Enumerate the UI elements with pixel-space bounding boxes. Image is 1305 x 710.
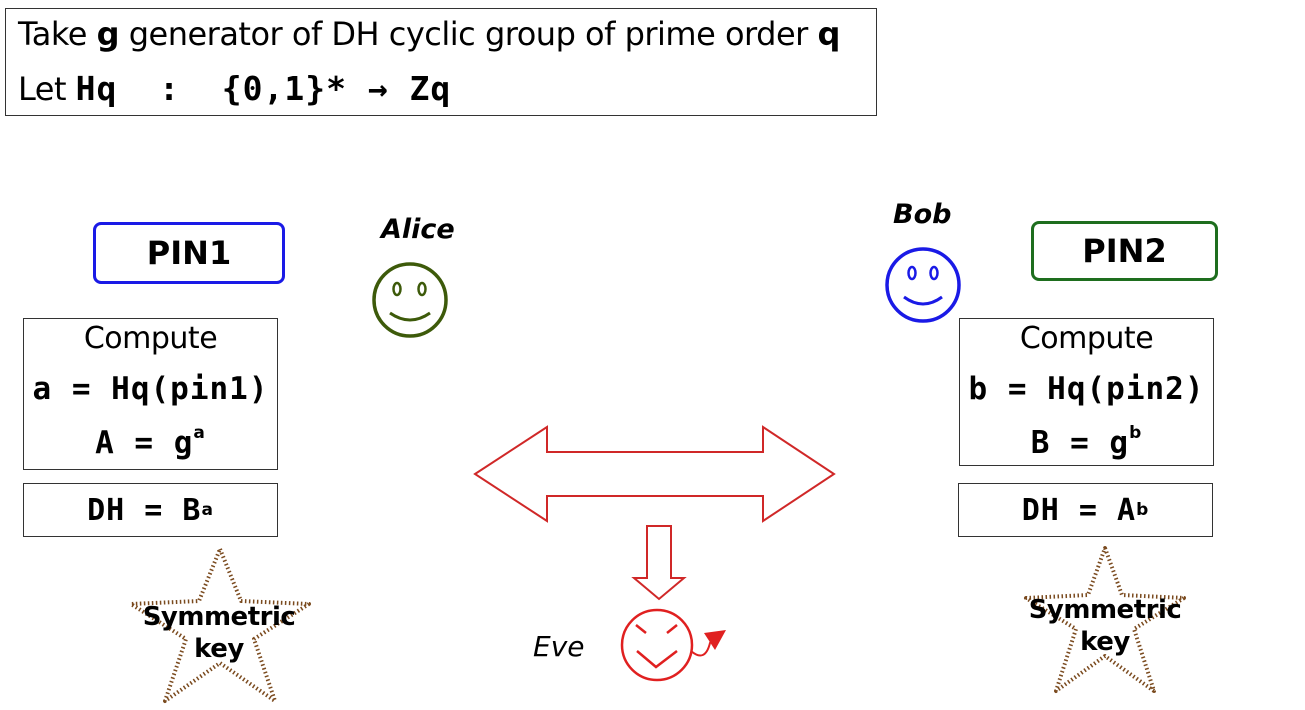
generator-symbol: g [96,15,120,53]
alice-key-label-line1: Symmetric [142,602,296,632]
pin2-box: PIN2 [1031,221,1218,281]
eve-devil-face-icon [620,608,726,682]
header-box: Take g generator of DH cyclic group of p… [5,8,877,116]
exchange-double-arrow-icon [473,425,836,523]
alice-hash-line: a = Hq(pin1) [32,371,269,407]
bob-smiley-icon [885,247,961,323]
hash-function-signature: Hq : {0,1}* → Zq [75,69,452,108]
alice-smiley-icon [372,262,448,338]
pin1-box: PIN1 [93,222,285,284]
alice-public-value: A = ga [24,423,277,461]
alice-compute-box: Compute a = Hq(pin1) A = ga [23,318,278,470]
order-symbol: q [817,15,840,53]
bob-name: Bob [893,199,952,230]
eve-name: Eve [533,630,585,663]
bob-dh-base: DH = A [1021,492,1137,528]
alice-dh-exponent: a [201,500,214,520]
header-line-1-middle: generator of DH cyclic group of prime or… [119,15,818,53]
bob-key-label-line2: key [1080,627,1130,657]
bob-compute-box: Compute b = Hq(pin2) B = gb [959,318,1214,466]
alice-name: Alice [381,214,455,245]
bob-public-exponent: b [1129,423,1143,443]
eavesdrop-down-arrow-icon [631,525,687,601]
header-line-1-prefix: Take [18,15,97,53]
bob-symmetric-key-star-icon [1024,546,1186,693]
bob-symmetric-key-label: Symmetric key [1014,594,1196,658]
bob-hash-line: b = Hq(pin2) [968,371,1205,407]
header-line-2: Let Hq : {0,1}* → Zq [18,69,451,108]
alice-public-exponent: a [193,423,206,443]
alice-symmetric-key-star-icon [129,547,311,703]
bob-key-label-line1: Symmetric [1028,595,1182,625]
header-line-2-prefix: Let [18,70,76,108]
bob-dh-exponent: b [1136,500,1150,520]
bob-public-value: B = gb [960,423,1213,461]
alice-symmetric-key-label: Symmetric key [128,601,310,665]
alice-compute-title: Compute [83,321,218,356]
header-line-1: Take g generator of DH cyclic group of p… [18,15,840,53]
alice-public-base: A = g [95,425,194,461]
bob-public-base: B = g [1030,425,1130,461]
alice-dh-base: DH = B [87,492,202,528]
bob-compute-title: Compute [1019,321,1154,356]
alice-key-label-line2: key [194,634,244,664]
